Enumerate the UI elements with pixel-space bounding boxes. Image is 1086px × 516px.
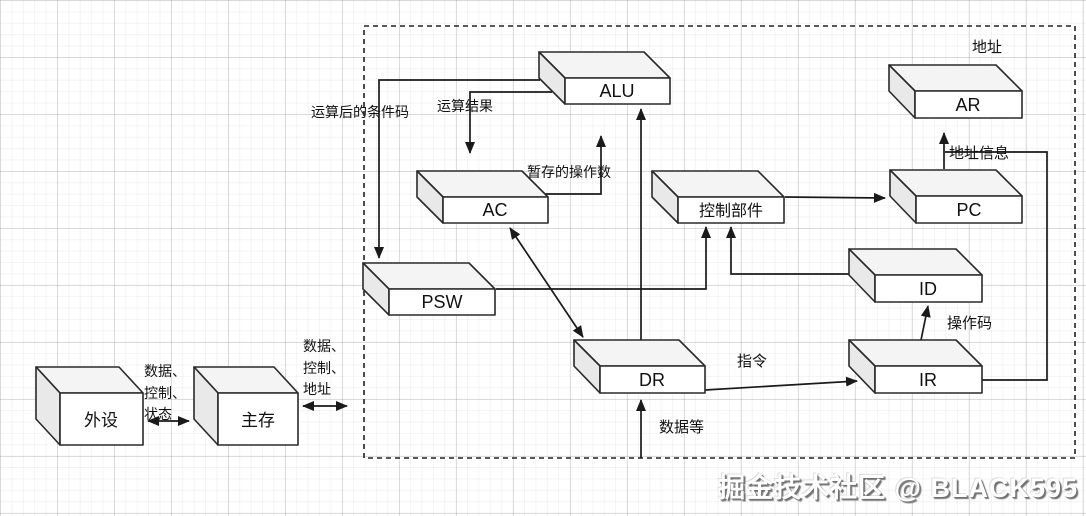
- edge-ac-to-alu: [543, 135, 606, 195]
- label-opcode: 操作码: [947, 315, 992, 332]
- edge-ac-dr-bidirectional: [509, 227, 584, 338]
- edge-alu-to-ac: [465, 91, 552, 154]
- box-peripheral-label: 外设: [84, 411, 118, 430]
- edge-alu-to-psw: [374, 79, 540, 259]
- label-instruction: 指令: [737, 353, 767, 370]
- box-ac: AC: [416, 170, 549, 224]
- box-id: ID: [848, 248, 983, 303]
- box-control-unit: 控制部件: [651, 170, 785, 224]
- edge-ir-to-ar-path: [945, 151, 1048, 381]
- box-ac-label: AC: [482, 200, 507, 220]
- cpu-boundary-frame: [363, 25, 1076, 459]
- box-ir: IR: [848, 339, 983, 394]
- box-ar-label: AR: [955, 95, 980, 115]
- label-temp-operand: 暂存的操作数: [527, 164, 611, 180]
- edge-id-to-control-unit: [726, 226, 850, 275]
- label-io-bus-line1: 数据、: [144, 363, 186, 379]
- box-pc-label: PC: [956, 200, 981, 220]
- box-dr: DR: [573, 339, 706, 394]
- label-mem-bus-line2: 控制、: [303, 360, 345, 376]
- watermark-text: 掘金技术社区 @ BLACK595: [718, 473, 1078, 503]
- label-address-info: 地址信息: [949, 145, 1009, 162]
- label-operation-result: 运算结果: [437, 98, 493, 114]
- box-psw-label: PSW: [421, 292, 462, 312]
- box-peripheral: 外设: [35, 366, 144, 446]
- edge-psw-to-control-unit: [496, 226, 711, 290]
- label-io-bus-line3: 状态: [144, 406, 172, 422]
- label-address: 地址: [972, 39, 1002, 56]
- label-data-etc: 数据等: [659, 418, 704, 436]
- label-io-bus: 数据、 控制、 状态: [144, 363, 186, 422]
- box-ar: AR: [888, 64, 1023, 119]
- box-id-label: ID: [919, 279, 937, 299]
- box-alu-label: ALU: [599, 81, 634, 101]
- box-alu: ALU: [538, 51, 671, 105]
- label-condition-code: 运算后的条件码: [311, 104, 409, 120]
- box-ir-label: IR: [919, 370, 937, 390]
- box-main-memory: 主存: [193, 366, 299, 446]
- edge-ir-to-id: [920, 305, 931, 341]
- box-control-unit-label: 控制部件: [699, 202, 763, 220]
- label-mem-bus-line3: 地址: [303, 381, 331, 397]
- box-pc: PC: [889, 169, 1023, 224]
- label-io-bus-line2: 控制、: [144, 385, 186, 401]
- label-mem-bus-line1: 数据、: [303, 338, 345, 354]
- edge-control-unit-to-pc: [784, 192, 886, 203]
- box-psw: PSW: [362, 262, 496, 316]
- edge-dr-to-ir: [704, 376, 858, 391]
- box-main-memory-label: 主存: [241, 411, 275, 430]
- box-dr-label: DR: [639, 370, 665, 390]
- label-mem-bus: 数据、 控制、 地址: [303, 338, 345, 397]
